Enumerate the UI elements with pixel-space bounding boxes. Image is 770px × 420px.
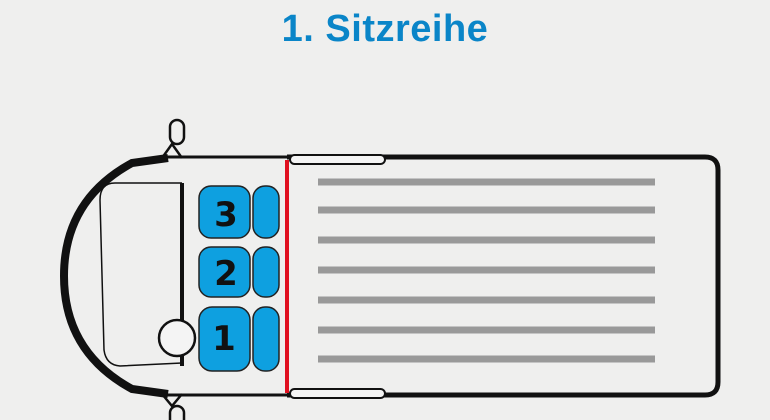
page-title: 1. Sitzreihe	[281, 8, 489, 50]
cab-nose	[59, 154, 169, 398]
windshield	[99, 182, 183, 367]
steering-wheel-icon	[157, 318, 197, 358]
van-body-outline	[287, 154, 721, 398]
cargo-floor-lines	[318, 178, 655, 363]
seat-number: 2	[214, 254, 238, 294]
mirror-bottom	[161, 393, 186, 420]
seat-number: 3	[214, 195, 238, 235]
seat-1[interactable]: 1	[198, 306, 280, 372]
seat-2[interactable]: 2	[198, 246, 280, 298]
door-rail-top	[289, 154, 386, 165]
seat-3[interactable]: 3	[198, 185, 280, 239]
mirror-top	[160, 118, 186, 159]
door-rail-bottom	[289, 388, 386, 399]
seat-number: 1	[212, 319, 236, 359]
